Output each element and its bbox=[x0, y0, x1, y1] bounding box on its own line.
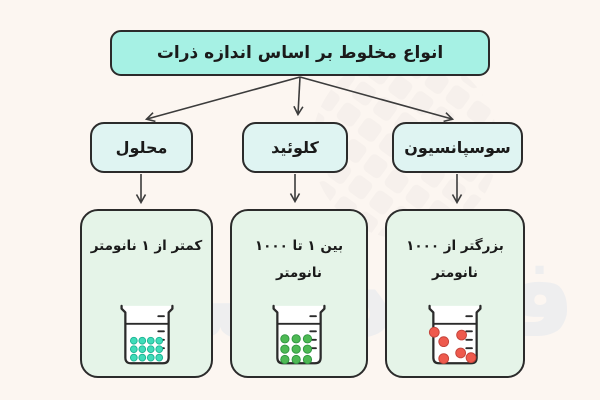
root-title-box: انواع مخلوط بر اساس اندازه ذرات bbox=[110, 30, 490, 76]
branch-box-suspension: سوسپانسیون bbox=[392, 122, 523, 173]
beaker-graduation-marks bbox=[465, 315, 473, 350]
diagram-title: انواع مخلوط بر اساس اندازه ذرات bbox=[156, 43, 444, 63]
beaker-icon-colloid bbox=[272, 304, 326, 365]
particle-dots-colloid bbox=[280, 334, 313, 365]
detail-box-colloid: بین ۱ تا ۱۰۰۰ نانومتر bbox=[230, 209, 368, 378]
branch-label-colloid: کلوئید bbox=[271, 138, 319, 157]
particle-dots-suspension bbox=[428, 326, 477, 364]
branch-box-solution: محلول bbox=[90, 122, 193, 173]
size-range-solution: کمتر از ۱ نانومتر bbox=[90, 238, 203, 254]
beaker-icon-suspension bbox=[428, 304, 482, 365]
size-range-suspension: بزرگتر از ۱۰۰۰ نانومتر bbox=[406, 238, 504, 281]
beaker-icon-solution bbox=[119, 304, 174, 365]
particle-dots-solution bbox=[129, 336, 163, 362]
size-range-colloid: بین ۱ تا ۱۰۰۰ نانومتر bbox=[254, 238, 344, 281]
branch-label-suspension: سوسپانسیون bbox=[404, 138, 511, 157]
branch-box-colloid: کلوئید bbox=[242, 122, 348, 173]
branch-label-solution: محلول bbox=[115, 138, 168, 157]
detail-box-solution: کمتر از ۱ نانومتر bbox=[80, 209, 213, 378]
detail-box-suspension: بزرگتر از ۱۰۰۰ نانومتر bbox=[385, 209, 525, 378]
arrow-title-to-solution bbox=[144, 76, 301, 123]
